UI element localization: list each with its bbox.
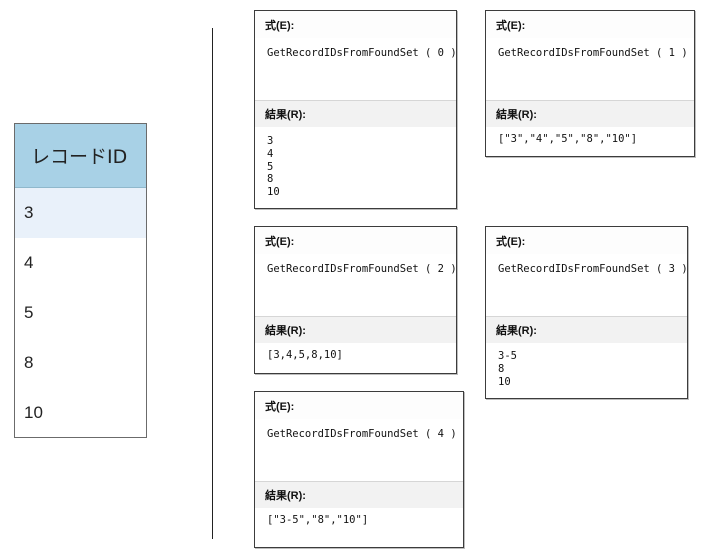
calc-panel-1: 式(E): GetRecordIDsFromFoundSet ( 1 ) 結果(… <box>485 10 695 157</box>
expression-label: 式(E): <box>486 11 694 38</box>
record-id-cell: 10 <box>24 403 43 422</box>
result-line: ["3","4","5","8","10"] <box>498 133 638 145</box>
expression-field[interactable]: GetRecordIDsFromFoundSet ( 3 ) <box>498 263 688 275</box>
result-line: 4 <box>267 147 274 160</box>
result-line: ["3-5","8","10"] <box>267 514 369 526</box>
result-line: 8 <box>267 173 274 186</box>
expression-label: 式(E): <box>486 227 687 254</box>
expression-label: 式(E): <box>255 392 463 419</box>
result-label: 結果(R): <box>486 316 687 343</box>
calc-panel-0: 式(E): GetRecordIDsFromFoundSet ( 0 ) 結果(… <box>254 10 457 209</box>
result-line: 5 <box>267 160 274 173</box>
result-line: [3,4,5,8,10] <box>267 349 343 361</box>
expression-field[interactable]: GetRecordIDsFromFoundSet ( 2 ) <box>267 263 457 275</box>
result-label: 結果(R): <box>255 481 463 508</box>
result-field[interactable]: ["3","4","5","8","10"] <box>486 127 694 146</box>
table-row[interactable]: 10 <box>15 388 146 438</box>
vertical-divider <box>212 28 213 539</box>
result-line: 8 <box>498 362 505 375</box>
result-label: 結果(R): <box>255 100 456 127</box>
expression-field[interactable]: GetRecordIDsFromFoundSet ( 4 ) <box>267 428 457 440</box>
result-field[interactable]: 3 4 5 8 10 <box>255 127 456 199</box>
table-row[interactable]: 5 <box>15 288 146 338</box>
expression-field[interactable]: GetRecordIDsFromFoundSet ( 0 ) <box>267 47 457 59</box>
table-row[interactable]: 8 <box>15 338 146 388</box>
result-line: 10 <box>498 375 511 388</box>
table-row[interactable]: 4 <box>15 238 146 288</box>
calc-panel-3: 式(E): GetRecordIDsFromFoundSet ( 3 ) 結果(… <box>485 226 688 399</box>
result-line: 3-5 <box>498 350 517 362</box>
result-field[interactable]: ["3-5","8","10"] <box>255 508 463 527</box>
calc-panel-4: 式(E): GetRecordIDsFromFoundSet ( 4 ) 結果(… <box>254 391 464 548</box>
result-label: 結果(R): <box>255 316 456 343</box>
table-row[interactable]: 3 <box>15 188 146 238</box>
record-id-cell: 3 <box>24 203 34 222</box>
record-id-cell: 5 <box>24 303 34 322</box>
result-line: 3 <box>267 135 274 147</box>
expression-label: 式(E): <box>255 11 456 38</box>
result-field[interactable]: 3-5 8 10 <box>486 343 687 388</box>
expression-field[interactable]: GetRecordIDsFromFoundSet ( 1 ) <box>498 47 688 59</box>
record-id-cell: 4 <box>24 253 34 272</box>
result-field[interactable]: [3,4,5,8,10] <box>255 343 456 362</box>
record-id-cell: 8 <box>24 353 34 372</box>
expression-label: 式(E): <box>255 227 456 254</box>
record-id-column-header: レコードID <box>15 124 146 188</box>
calc-panel-2: 式(E): GetRecordIDsFromFoundSet ( 2 ) 結果(… <box>254 226 457 374</box>
result-label: 結果(R): <box>486 100 694 127</box>
result-line: 10 <box>267 186 280 199</box>
record-id-table: レコードID 3 4 5 8 10 <box>14 123 147 438</box>
